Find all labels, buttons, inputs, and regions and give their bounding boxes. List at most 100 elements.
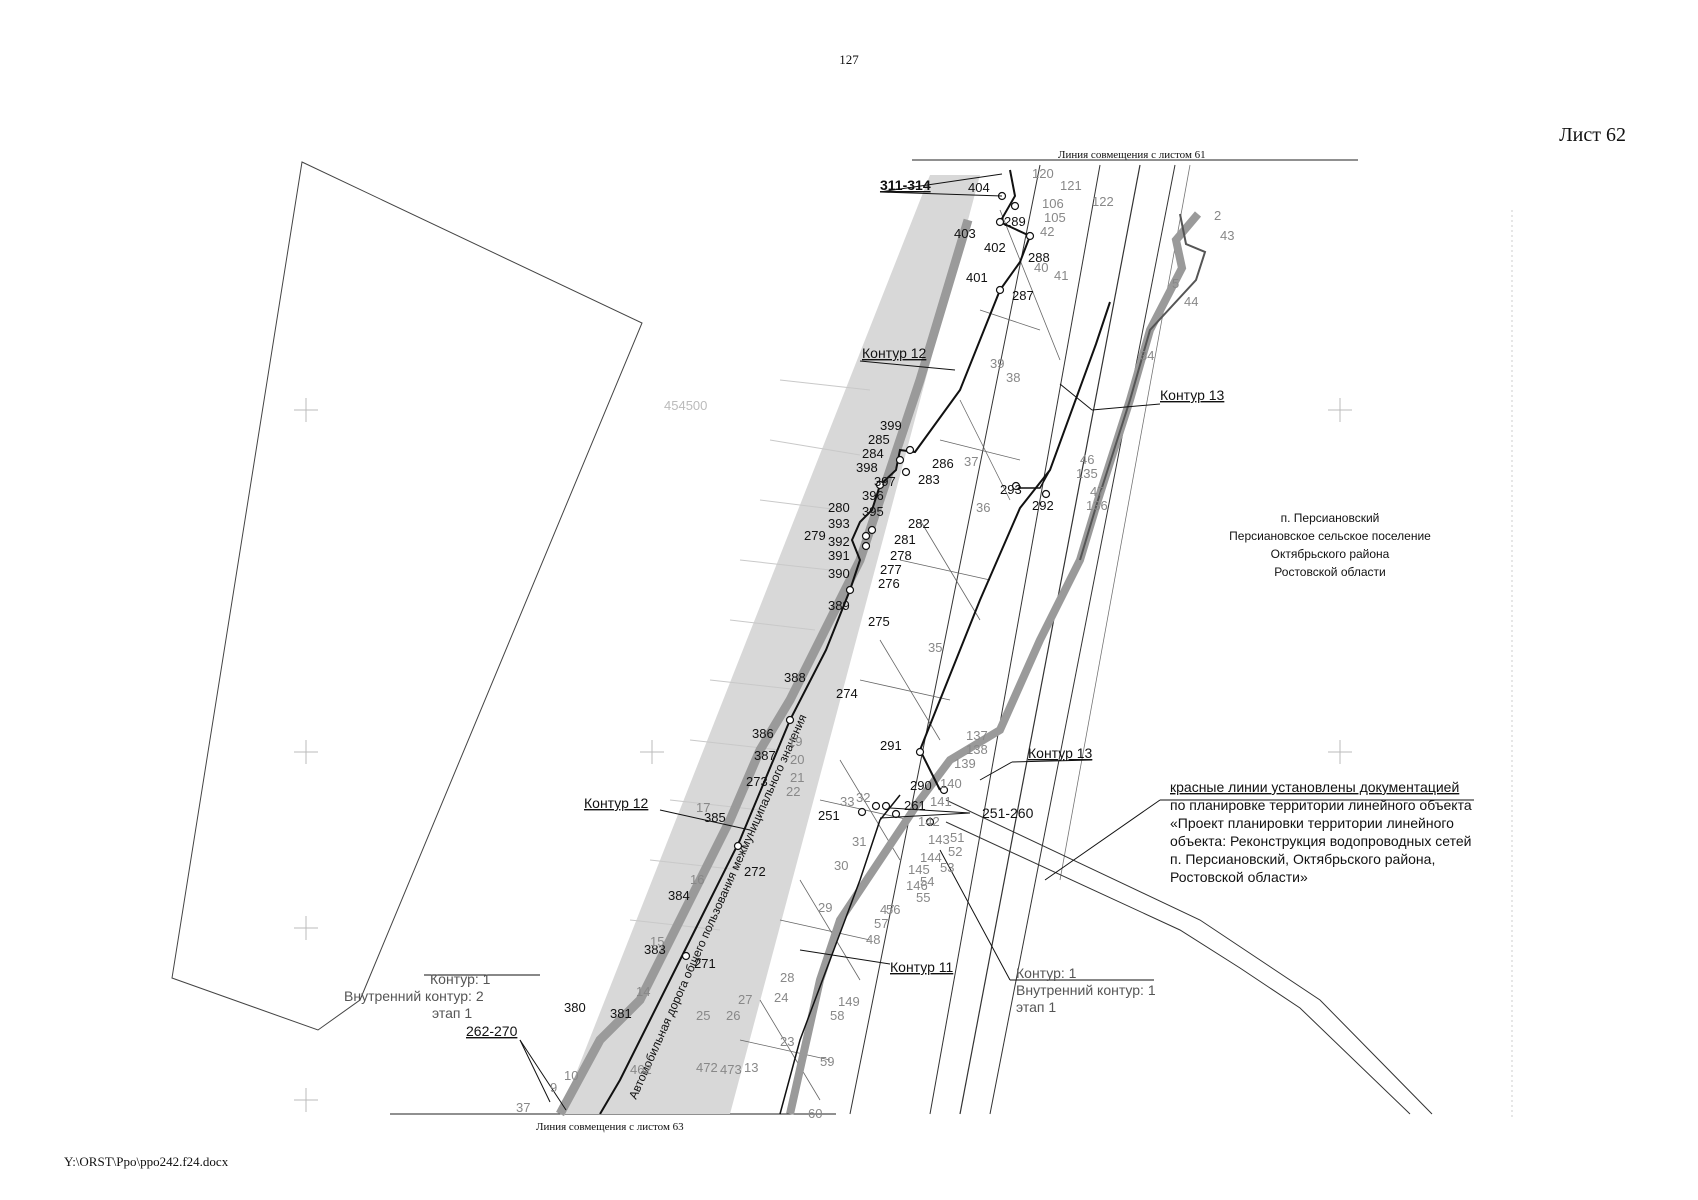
parcel-label: 34 [1140,348,1154,363]
point-label: 384 [668,888,690,903]
parcel-label: 138 [966,742,988,757]
point-label: 273 [746,774,768,789]
parcel-label: 48 [866,932,880,947]
parcel-label: 60 [808,1106,822,1121]
left-parcel-strip [556,218,973,1117]
parcel-label: 24 [774,990,788,1005]
point-label: 279 [804,528,826,543]
parcel-label: 473 [720,1062,742,1077]
contour-13-label-lower: Контур 13 [1028,745,1093,761]
parcel-label: 120 [1032,166,1054,181]
parcel-label: 145 [908,862,930,877]
parcel-label: 42 [1040,224,1054,239]
point-label: 396 [862,488,884,503]
point-label: 275 [868,614,890,629]
parcel-label: 47 [880,902,894,917]
parcel-label: 46 [1080,452,1094,467]
parcel-label: 5 [1172,276,1179,291]
right-parcel-strip-detail [1079,213,1207,561]
point-label: 397 [874,474,896,489]
point-label: 283 [918,472,940,487]
point-label: 383 [644,942,666,957]
parcel-label: 137 [966,728,988,743]
point-label: 387 [754,748,776,763]
parcel-label: 462 [630,1062,652,1077]
svg-text:этап 1: этап 1 [1016,999,1056,1015]
point-label: 280 [828,500,850,515]
parcel-label: 136 [1086,498,1108,513]
parcel-label: 2 [1214,208,1221,223]
parcel-label: 10 [564,1068,578,1083]
parcel-label: 56 [886,902,900,917]
neighbour-parcel-outline [171,161,643,1031]
svg-text:п. Персиановский: п. Персиановский [1281,511,1380,525]
point-label: 271 [694,956,716,971]
parcel-label: 33 [840,794,854,809]
contour-13-label-upper: Контур 13 [1160,387,1225,403]
point-label: 388 [784,670,806,685]
point-label: 381 [610,1006,632,1021]
parcel-label: 40 [1034,260,1048,275]
footer-file-path: Y:\ORST\Ppo\ppo242.f24.docx [64,1154,229,1169]
grid-crosses [294,398,1352,1112]
contour-11-vertices [857,801,935,827]
parcel-label: 9 [550,1080,557,1095]
parcel-label: 37 [516,1100,530,1115]
point-label: 288 [1028,250,1050,265]
point-label: 287 [1012,288,1034,303]
parcel-label: 32 [856,790,870,805]
svg-text:по планировке территории линей: по планировке территории линейного объек… [1170,797,1472,813]
parcel-label: 16 [690,872,704,887]
svg-text:Внутренний контур: 1: Внутренний контур: 1 [1016,982,1156,998]
range-label-251-260: 251-260 [982,805,1034,821]
point-label: 401 [966,270,988,285]
svg-text:Контур: 1: Контур: 1 [430,971,491,987]
point-label: 385 [704,810,726,825]
point-label: 278 [890,548,912,563]
top-join-caption: Линия совмещения с листом 61 [1058,149,1206,161]
point-label: 261 [904,798,926,813]
point-label: 285 [868,432,890,447]
parcel-label: 135 [1076,466,1098,481]
svg-text:Контур: 1: Контур: 1 [1016,965,1077,981]
svg-text:Ростовской области: Ростовской области [1274,565,1385,579]
contour-13-vertices [915,481,1051,795]
svg-text:Внутренний контур: 2: Внутренний контур: 2 [344,988,484,1004]
parcel-label: 36 [976,500,990,515]
parcel-label: 30 [834,858,848,873]
parcel-label: 121 [1060,178,1082,193]
parcel-label: 19 [788,734,802,749]
contour-12-vertices [681,191,1035,961]
red-lines [945,799,1433,1115]
point-label: 281 [894,532,916,547]
svg-text:п. Персиановский, Октябрьского: п. Персиановский, Октябрьского района, [1170,851,1435,867]
point-label: 399 [880,418,902,433]
parcel-label: 13 [744,1060,758,1075]
svg-text:объекта: Реконструкция водопро: объекта: Реконструкция водопроводных сет… [1170,833,1471,849]
parcel-label: 28 [780,970,794,985]
parcel-label: 27 [738,992,752,1007]
contour-11-label: Контур 11 [890,959,954,975]
parcel-label: 146 [906,878,928,893]
parcel-label: 106 [1042,196,1064,211]
point-label: 392 [828,534,850,549]
parcel-label: 58 [830,1008,844,1023]
parcel-label: 25 [696,1008,710,1023]
point-label: 393 [828,516,850,531]
range-label-311-314: 311-314 [880,177,931,193]
parcel-label: 20 [790,752,804,767]
point-label: 290 [910,778,932,793]
leader-lines [424,173,1474,1111]
right-parcel-strip [786,211,1202,1115]
sheet-title: Лист 62 [1559,124,1626,146]
parcel-label: 41 [1054,268,1068,283]
parcel-label: 52 [948,844,962,859]
parcel-label: 23 [780,1034,794,1049]
parcel-label: 15 [650,934,664,949]
parcel-label: 21 [790,770,804,785]
point-label: 291 [880,738,902,753]
parcel-label: 149 [838,994,860,1009]
svg-text:Персиановское сельское поселен: Персиановское сельское поселение [1229,529,1431,543]
